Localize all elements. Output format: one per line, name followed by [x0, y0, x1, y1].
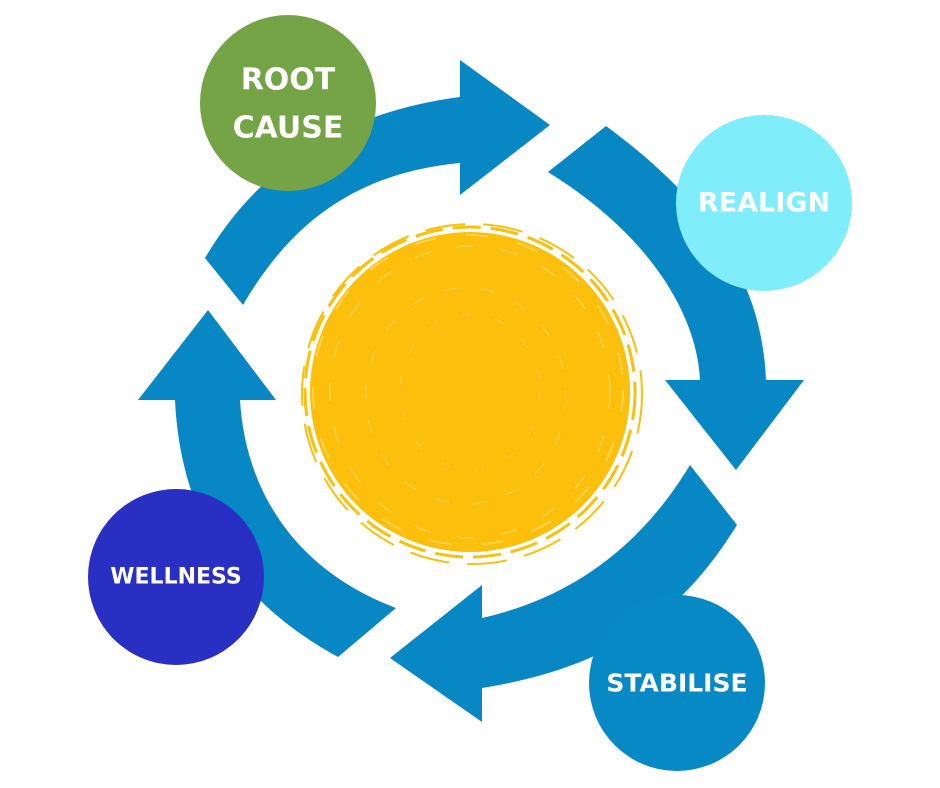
arrow-realign-to-stabilise: [548, 126, 804, 470]
node-root-cause: ROOT CAUSE: [200, 15, 376, 191]
arrow-wellness-to-root-cause: [138, 310, 396, 657]
node-realign-label: REALIGN: [698, 188, 830, 219]
node-root-cause-label-line1: ROOT: [241, 63, 336, 98]
node-stabilise: STABILISE: [589, 595, 765, 771]
node-wellness-label: WELLNESS: [110, 565, 241, 590]
center-sun-icon: [301, 223, 643, 565]
arrow-root-cause-to-realign: [205, 60, 550, 305]
node-root-cause-label-line2: CAUSE: [233, 111, 344, 146]
node-realign: REALIGN: [676, 115, 852, 291]
node-wellness: WELLNESS: [88, 489, 264, 665]
node-stabilise-label: STABILISE: [606, 669, 747, 698]
cycle-arrows: [138, 60, 804, 722]
arrow-stabilise-to-wellness: [390, 465, 737, 722]
